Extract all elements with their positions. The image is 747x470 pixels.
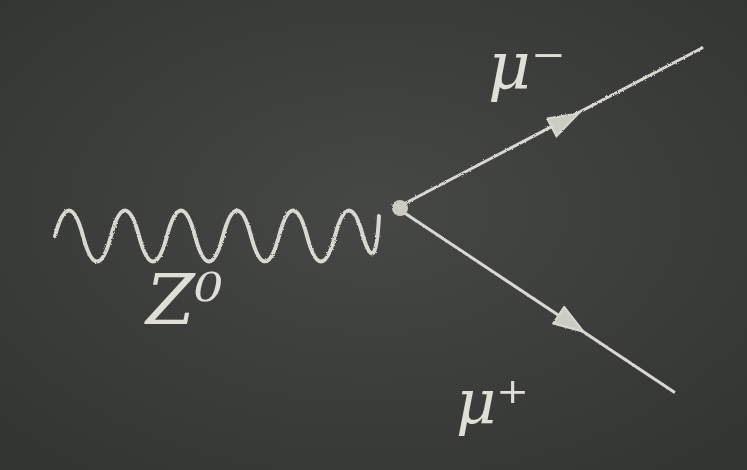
- muon-plus-line: [400, 210, 674, 392]
- arrow-head: [547, 105, 583, 137]
- vertex-dot: [392, 200, 408, 216]
- boson-wavy-line: [55, 211, 379, 262]
- particle-label-holder: μ⁺: [456, 368, 529, 436]
- particle-label-holder: Z⁰: [146, 262, 223, 339]
- particle-label: μ⁺: [456, 368, 529, 436]
- particle-label: Z⁰: [146, 262, 223, 339]
- arrow-head: [553, 307, 589, 340]
- particle-label: μ⁻: [488, 30, 566, 103]
- particle-label-holder: μ⁻: [488, 30, 566, 103]
